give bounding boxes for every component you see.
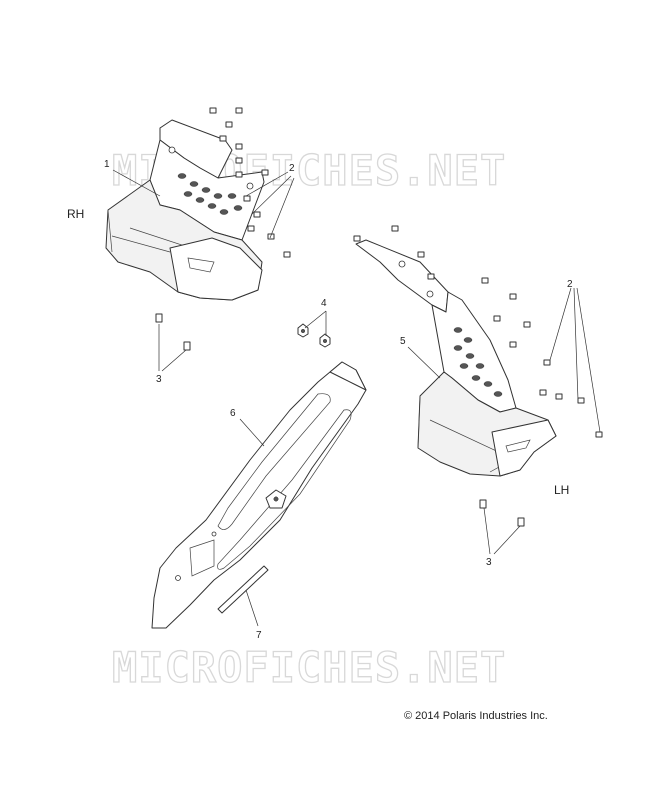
callout-3-rh-rivets: 3: [156, 374, 162, 385]
rh-footwell-panel: [105, 119, 265, 301]
callout-7-rod: 7: [256, 630, 262, 641]
callout-2-lh-bolts: 2: [567, 279, 573, 290]
label-lh: LH: [554, 483, 569, 497]
lh-bolts: [353, 225, 603, 438]
watermark-bottom: MICROFICHES.NET: [112, 643, 506, 692]
callout-5-lh-panel: 5: [400, 336, 406, 347]
rh-bolts: [209, 107, 291, 258]
lh-rivets: [479, 499, 525, 527]
rail-panel: [151, 361, 367, 629]
rod: [217, 565, 269, 614]
callout-2-rh-bolts: 2: [289, 163, 295, 174]
leader-lines: [112, 169, 601, 627]
rh-rivets: [155, 313, 191, 351]
callout-1-rh-panel: 1: [104, 159, 110, 170]
label-rh: RH: [67, 207, 84, 221]
lh-footwell-panel: [355, 239, 557, 477]
callout-6-rail: 6: [230, 408, 236, 419]
callout-4-nuts: 4: [321, 298, 327, 309]
copyright-notice: © 2014 Polaris Industries Inc.: [404, 710, 548, 722]
nuts: [297, 323, 331, 348]
callout-3-lh-rivets: 3: [486, 557, 492, 568]
